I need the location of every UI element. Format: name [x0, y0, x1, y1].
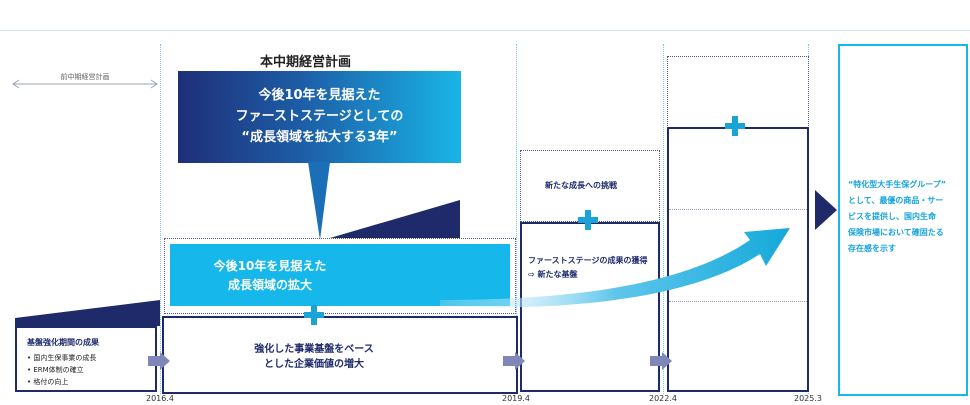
previous-plan-label: 前中期経営計画 — [60, 73, 110, 81]
growth-outline — [164, 238, 516, 314]
base-line-2: とした企業価値の増大 — [264, 359, 364, 370]
vision-line-1: “特化型大手生保グループ” — [848, 180, 947, 189]
plus-icon — [725, 116, 745, 136]
arrow-bar — [650, 356, 664, 366]
foundation-item: • ERM体制の確立 — [27, 366, 84, 374]
vision-line-5: 存在感を示す — [848, 244, 896, 253]
divider-2022 — [663, 44, 664, 394]
vision-line-3: ビスを提供し、国内生命 — [848, 212, 936, 221]
vision-box: “特化型大手生保グループ” として、最優の商品・サー ビスを提供し、国内生命 保… — [838, 44, 968, 396]
divider-2016 — [160, 44, 161, 394]
plus-icon — [304, 305, 324, 325]
double-arrow-icon — [12, 79, 158, 89]
vision-line-4: 保険市場において確固たる — [848, 228, 944, 237]
stage3-top-box — [667, 56, 809, 128]
base-line-1: 強化した事業基盤をベース — [254, 344, 374, 355]
previous-plan-range: 前中期経営計画 — [10, 72, 160, 92]
growth-line-1: 今後10年を見据えた — [213, 259, 327, 273]
vision-line-2: として、最優の商品・サー — [848, 196, 944, 205]
stage2-challenge: 新たな成長への挑戦 — [545, 181, 617, 190]
arrow-bar — [503, 356, 517, 366]
foundation-title: 基盤強化期間の成果 — [27, 338, 99, 347]
date-2019: 2019.4 — [502, 394, 530, 403]
foundation-item: • 格付の向上 — [27, 378, 69, 386]
foundation-box: 基盤強化期間の成果 • 国内生保事業の成長 • ERM体制の確立 • 格付の向上 — [15, 326, 157, 392]
arrow-right-icon — [515, 352, 525, 370]
arrow-right-icon — [160, 352, 170, 370]
callout-box: 今後10年を見据えた ファーストステージとしての “成長領域を拡大する3年” — [178, 71, 461, 163]
divider-2019 — [516, 44, 517, 394]
stage2-result-line-1: ファーストステージの成果の獲得 — [528, 256, 648, 265]
callout-line-1: 今後10年を見据えた — [258, 88, 381, 103]
foundation-top-bar — [15, 318, 160, 326]
date-2016: 2016.4 — [146, 394, 174, 403]
arrow-right-icon — [662, 352, 672, 370]
foundation-item: • 国内生保事業の成長 — [27, 354, 97, 362]
plus-icon — [578, 210, 598, 230]
top-rule — [0, 30, 970, 31]
growth-line-2: 成長領域の拡大 — [227, 278, 312, 292]
plan-title: 本中期経営計画 — [260, 55, 352, 70]
base-box: 強化した事業基盤をベース とした企業価値の増大 — [162, 316, 518, 394]
arrow-bar — [148, 356, 162, 366]
stage2-result-line-2: ⇨ 新たな基盤 — [528, 270, 578, 279]
callout-line-2: ファーストステージとしての — [235, 109, 404, 124]
stage3-divider — [669, 301, 807, 302]
date-2025: 2025.3 — [794, 394, 822, 403]
callout-line-3: “成長領域を拡大する3年” — [241, 130, 398, 145]
date-2022: 2022.4 — [649, 394, 677, 403]
callout-pointer — [308, 162, 330, 240]
stage2-result-box: ファーストステージの成果の獲得 ⇨ 新たな基盤 — [520, 222, 660, 392]
growth-box: 今後10年を見据えた 成長領域の拡大 — [170, 244, 510, 306]
vision-chevron-icon — [815, 190, 837, 230]
stage3-divider — [669, 209, 807, 210]
